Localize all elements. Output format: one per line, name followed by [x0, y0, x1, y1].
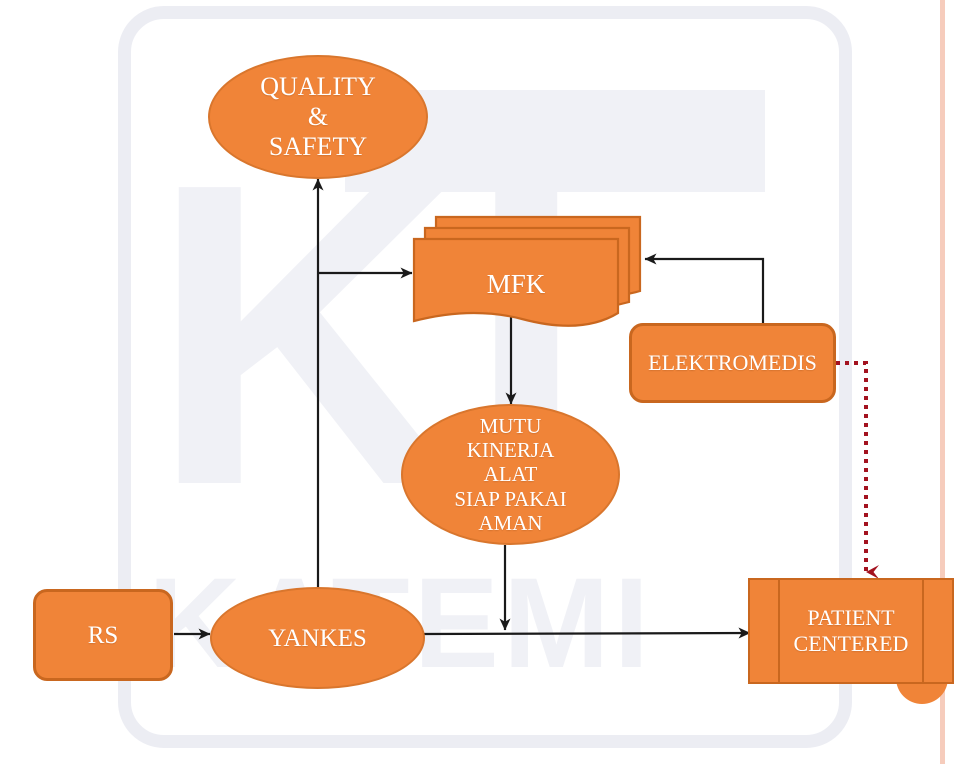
node-patient-centered[interactable]: PATIENT CENTERED	[748, 578, 954, 684]
node-rs-label: RS	[87, 621, 119, 649]
predefined-process-right-rule	[922, 580, 924, 682]
node-rs[interactable]: RS	[33, 589, 173, 681]
node-mutu-label: MUTU KINERJA ALAT SIAP PAKAI AMAN	[454, 413, 567, 536]
node-yankes[interactable]: YANKES	[210, 587, 425, 689]
connector-elektromedis-to-patient	[836, 361, 879, 579]
node-quality-safety-label: QUALITY & SAFETY	[260, 71, 376, 162]
node-elektromedis-label: ELEKTROMEDIS	[648, 350, 817, 376]
node-mutu[interactable]: MUTU KINERJA ALAT SIAP PAKAI AMAN	[401, 404, 620, 545]
connector-yankes-to-patient	[423, 627, 751, 639]
node-mfk[interactable]: MFK	[412, 215, 642, 335]
node-mfk-label: MFK	[486, 269, 546, 299]
predefined-process-left-rule	[778, 580, 780, 682]
node-quality-safety[interactable]: QUALITY & SAFETY	[208, 55, 428, 179]
connector-elektromedis-to-mfk	[644, 253, 765, 324]
node-patient-centered-label: PATIENT CENTERED	[793, 605, 909, 656]
node-yankes-label: YANKES	[268, 624, 367, 652]
node-elektromedis[interactable]: ELEKTROMEDIS	[629, 323, 836, 403]
